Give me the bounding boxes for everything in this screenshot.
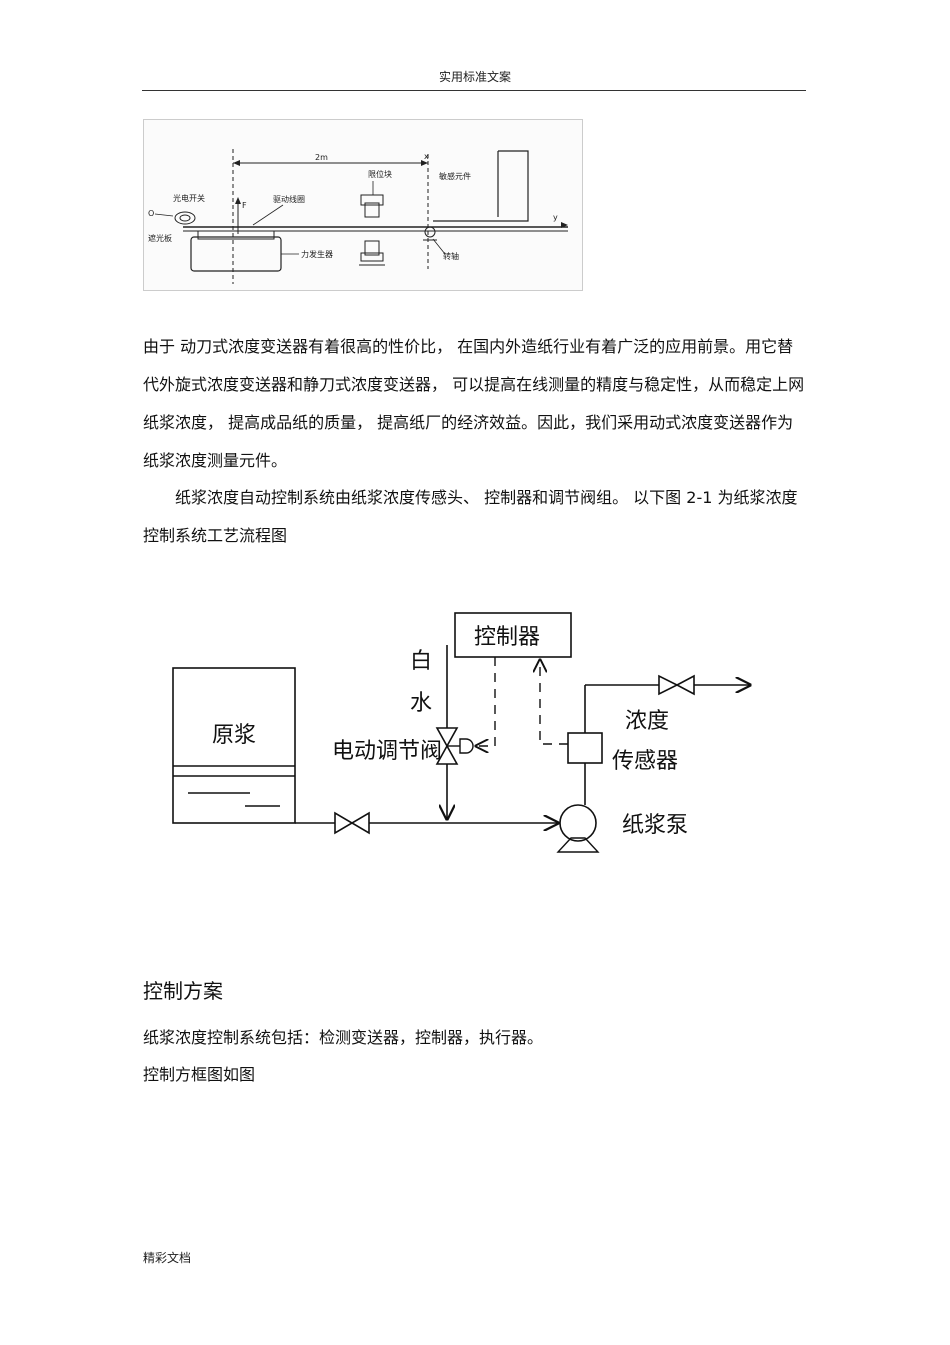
fig1-dim-label: 2m [315,153,328,162]
fig1-switch-label: 光电开关 [173,193,205,203]
paragraph-1: 由于 动刀式浓度变送器有着很高的性价比， 在国内外造纸行业有着广泛的应用前景。用… [143,337,805,470]
fig1-f-label: F [242,201,247,210]
fig1-forcegen-label: 力发生器 [301,249,333,259]
sensor-mechanism-figure: 2m x F y 敏感元件 限位块 转轴 力发生器 驱动线圈 光电开关 遮光板 … [143,119,583,291]
section-line-1: 纸浆浓度控制系统包括：检测变送器，控制器，执行器。 [143,1028,544,1047]
concentration-label-1: 浓度 [625,709,669,734]
stock-label: 原浆 [212,723,256,748]
fig1-y-axis-label: y [553,213,558,222]
fig1-coil-label: 驱动线圈 [273,194,305,204]
white-water-label-2: 水 [410,691,432,716]
fig1-shade-label: 遮光板 [148,233,172,243]
concentration-label-2: 传感器 [612,749,678,774]
controller-label: 控制器 [474,625,540,650]
fig1-sensor-label: 敏感元件 [439,171,471,181]
page-header: 实用标准文案 [438,70,511,84]
fig1-pivot-label: 转轴 [443,251,459,261]
fig1-x-axis-label: x [424,152,429,161]
stock-tank [172,667,296,824]
pump-symbol [559,804,597,842]
white-water-label-1: 白 [410,649,432,674]
section-heading: 控制方案 [143,979,223,1003]
fig1-origin-label: O [148,209,154,218]
section-line-2: 控制方框图如图 [143,1065,256,1084]
concentration-sensor [567,732,603,764]
valve-label: 电动调节阀 [332,739,442,764]
pump-label: 纸浆泵 [622,813,688,838]
control-valve [435,727,459,748]
fig1-limit-label: 限位块 [368,169,392,179]
controller-box [454,612,572,658]
process-flow-diagram: 控制器 原浆 纸浆泵 白 水 电动调节阀 浓度 传感器 [172,612,760,853]
paragraph-2: 纸浆浓度自动控制系统由纸浆浓度传感头、 控制器和调节阀组。 以下图 2-1 为纸… [143,488,798,545]
page-footer: 精彩文档 [143,1251,192,1265]
header-rule [142,90,806,91]
